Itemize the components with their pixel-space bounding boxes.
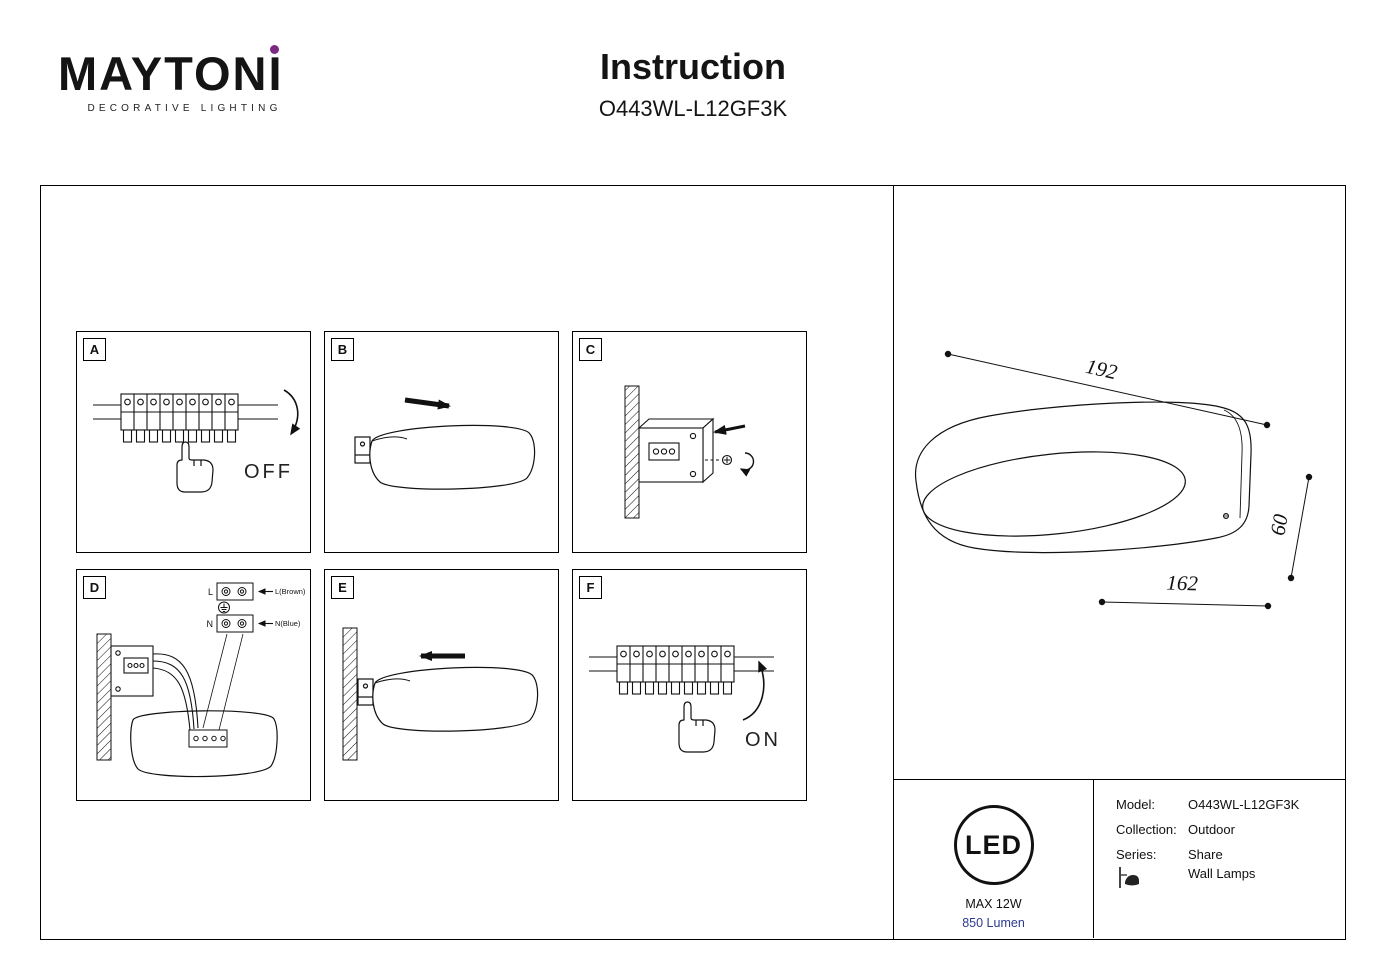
lamp-body-icon: [354, 424, 536, 490]
step-e-illustration: [342, 627, 539, 761]
lamp-terminal-icon: [188, 729, 228, 748]
max-power-label: MAX 12W: [965, 897, 1022, 911]
neutral-note: N(Blue): [275, 619, 301, 628]
step-a-illustration: OFF: [92, 389, 301, 493]
title-block: Instruction O443WL-L12GF3K: [0, 46, 1386, 122]
step-label-e: E: [331, 576, 354, 599]
dimension-60-value: 60: [1265, 512, 1292, 537]
step-label-d: D: [83, 576, 106, 599]
step-c-illustration: [624, 385, 755, 519]
rotate-up-arrow-icon: [742, 660, 768, 721]
step-panel-c: C: [572, 331, 807, 553]
info-row-series: Series: Share: [1116, 847, 1345, 862]
dimension-drawing: 192 60 162: [914, 350, 1313, 610]
page-title: Instruction: [600, 46, 786, 87]
brand-logo: MAYTONI DECORATIVE LIGHTING: [58, 45, 284, 114]
model-label: Model:: [1116, 797, 1156, 812]
model-value: O443WL-L12GF3K: [1188, 797, 1300, 812]
step-panel-e: E: [324, 569, 559, 801]
leader-line: [218, 633, 244, 731]
dimension-area: 192 60 162: [894, 186, 1345, 780]
model-code: O443WL-L12GF3K: [598, 96, 788, 121]
leader-line: [202, 633, 228, 729]
mounting-bracket-icon: [110, 645, 154, 697]
brand-dot-icon: [269, 45, 279, 54]
circuit-breaker-icon: [588, 645, 775, 695]
step-panel-d: D: [76, 569, 311, 801]
off-label: OFF: [244, 461, 293, 483]
wall-section-icon: [342, 627, 358, 761]
series-label: Series:: [1116, 847, 1157, 862]
info-row-model: Model: O443WL-L12GF3K: [1116, 797, 1345, 812]
brand-name: MAYTONI: [58, 45, 284, 100]
line-note: L(Brown): [275, 587, 306, 596]
terminal-detail: L N: [207, 582, 306, 633]
collection-label: Collection:: [1116, 822, 1177, 837]
lamp-outline-icon: [914, 401, 1252, 554]
step-label-c: C: [579, 338, 602, 361]
step-label-f: F: [579, 576, 602, 599]
product-info: Model: O443WL-L12GF3K Collection: Outdoo…: [1094, 780, 1345, 938]
step-label-a: A: [83, 338, 106, 361]
terminal-blocks-icon: [216, 582, 254, 633]
installation-steps: A OFF B C: [76, 331, 807, 801]
line-letter: L: [208, 587, 213, 597]
screw-icon: [705, 454, 733, 466]
step-panel-b: B: [324, 331, 559, 553]
led-logo: LED: [953, 805, 1034, 885]
mounting-bracket-icon: [637, 417, 715, 484]
dimension-192-value: 192: [1084, 354, 1120, 384]
screw-rotate-arrow-icon: [739, 452, 755, 477]
spec-row: LED MAX 12W 850 Lumen Model: O443WL-L12G…: [894, 780, 1345, 938]
ground-symbol-icon: [220, 603, 228, 612]
step-panel-a: A OFF: [76, 331, 311, 553]
dimension-162-value: 162: [1166, 571, 1199, 596]
led-text: LED: [965, 829, 1022, 860]
step-label-b: B: [331, 338, 354, 361]
info-row-collection: Collection: Outdoor: [1116, 822, 1345, 837]
lamp-body-icon: [357, 666, 539, 732]
type-value: Wall Lamps: [1188, 866, 1256, 881]
led-badge: LED MAX 12W 850 Lumen: [894, 780, 1094, 938]
content-frame: A OFF B C: [40, 185, 1346, 940]
step-panel-f: F ON: [572, 569, 807, 801]
step-d-illustration: L N: [96, 582, 306, 778]
wall-lamp-icon-wrap: [1116, 866, 1188, 890]
brand-text: MAYTONI: [58, 47, 284, 100]
brand-tagline: DECORATIVE LIGHTING: [87, 103, 282, 114]
wall-section-icon: [624, 385, 640, 519]
pointing-hand-icon: [176, 441, 214, 493]
wires-icon: [152, 653, 199, 731]
on-label: ON: [745, 729, 781, 751]
wall-lamp-icon: [1119, 867, 1139, 888]
info-row-type: Wall Lamps: [1116, 866, 1345, 890]
push-arrow-icon: [713, 424, 746, 435]
slide-right-arrow-icon: [404, 397, 451, 410]
step-f-illustration: ON: [588, 645, 781, 753]
dimension-60: 60: [1265, 473, 1313, 582]
rotate-down-arrow-icon: [283, 389, 301, 436]
step-b-illustration: [354, 397, 536, 490]
neutral-letter: N: [207, 619, 214, 629]
pointing-hand-icon: [678, 701, 716, 753]
lumen-label: 850 Lumen: [962, 916, 1025, 930]
circuit-breaker-icon: [92, 393, 279, 443]
dimension-162: 162: [1098, 571, 1272, 610]
wall-section-icon: [96, 633, 112, 761]
collection-value: Outdoor: [1188, 822, 1235, 837]
series-value: Share: [1188, 847, 1223, 862]
right-column: 192 60 162: [893, 186, 1345, 939]
